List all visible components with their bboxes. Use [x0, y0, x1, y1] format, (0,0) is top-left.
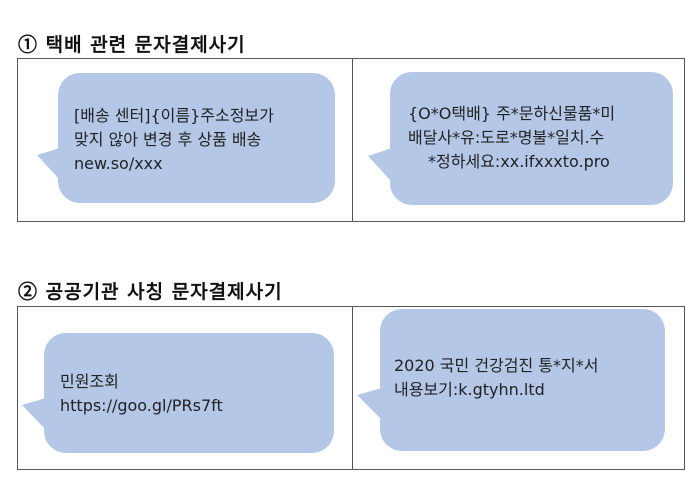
- parcel-scam-table: [17, 58, 685, 222]
- message-line: {O*O택배} 주*문하신물품*미: [408, 104, 616, 123]
- message-line: [배송 센터]{이름}주소정보가: [74, 106, 274, 125]
- speech-bubble-icon: [37, 73, 335, 203]
- message-line: 맞지 않아 변경 후 상품 배송: [74, 130, 262, 149]
- section-title-parcel: ① 택배 관련 문자결제사기: [18, 34, 246, 56]
- section-title-public-agency: ② 공공기관 사칭 문자결제사기: [18, 281, 283, 303]
- speech-bubble-icon: [368, 72, 673, 205]
- message-line: *정하세요:xx.ifxxxto.pro: [428, 152, 610, 171]
- sms-message: {O*O택배} 주*문하신물품*미 배달사*유:도로*명불*일치.수 *정하세요…: [408, 102, 615, 174]
- message-line: https://goo.gl/PRs7ft: [60, 396, 223, 415]
- message-line: 2020 국민 건강검진 통*지*서: [394, 356, 599, 375]
- sms-message: 2020 국민 건강검진 통*지*서 내용보기:k.gtyhn.ltd: [394, 354, 598, 402]
- column-divider: [352, 59, 353, 221]
- message-line: 민원조회: [60, 372, 119, 391]
- sms-message: 민원조회 https://goo.gl/PRs7ft: [60, 370, 223, 418]
- message-line: 내용보기:k.gtyhn.ltd: [394, 380, 545, 399]
- sms-message: [배송 센터]{이름}주소정보가 맞지 않아 변경 후 상품 배송 new.so…: [74, 104, 274, 176]
- column-divider: [352, 307, 353, 469]
- message-line: 배달사*유:도로*명불*일치.수: [408, 128, 605, 147]
- speech-bubble-icon: [357, 309, 665, 451]
- public-agency-scam-table: [17, 306, 685, 470]
- speech-bubble-icon: [22, 333, 334, 453]
- message-line: new.so/xxx: [74, 154, 163, 173]
